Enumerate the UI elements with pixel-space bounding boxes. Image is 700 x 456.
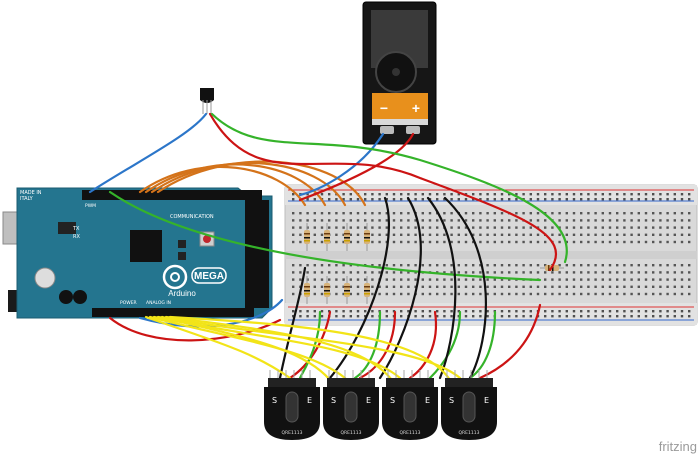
wire-orange-3 <box>150 161 347 207</box>
wire-yellow-5 <box>160 315 332 382</box>
brand-label: Arduino <box>168 289 196 298</box>
pwm-label: PWM <box>85 203 96 209</box>
line-sensors: S E QRE1113 S E QRE1113 S E QRE1113 S E QRE1113 <box>264 370 497 440</box>
wire-red-3 <box>108 316 282 342</box>
wire-blue-2 <box>298 132 385 197</box>
italy-label: ITALY <box>20 196 34 202</box>
arduino-mega: MEGA Arduino MADE IN ITALY COMMUNICATION… <box>2 187 273 319</box>
sensor-pin-e-label: E <box>366 396 371 405</box>
resistor <box>304 223 310 251</box>
made-in-label: MADE IN <box>20 190 42 196</box>
wire-black-1 <box>328 196 390 380</box>
wire-green-1 <box>210 112 568 264</box>
sensor-part-label: QRE1113 <box>459 430 480 436</box>
reset-button <box>203 235 211 243</box>
wire-orange-1 <box>138 165 307 207</box>
sensor-pin-e-label: E <box>425 396 430 405</box>
wires <box>88 112 568 382</box>
rx-label: RX <box>73 234 80 240</box>
sensor-pin-e-label: E <box>484 396 489 405</box>
wire-red-2 <box>298 132 415 202</box>
sensor-pin-s-label: S <box>449 396 454 405</box>
wire-red-5 <box>288 310 332 380</box>
battery-holder: − + <box>362 1 437 145</box>
resistor <box>324 223 330 251</box>
wire-red-6 <box>358 310 397 380</box>
sensor-pin-s-label: S <box>331 396 336 405</box>
digital-header-top <box>82 190 262 200</box>
resistor <box>364 223 370 251</box>
tx-label: TX <box>72 226 80 232</box>
wire-black-3 <box>426 196 457 380</box>
resistor <box>364 276 370 304</box>
sensor-pin-s-label: S <box>272 396 277 405</box>
wire-yellow-6 <box>164 315 394 382</box>
qre1113-sensor: S E QRE1113 <box>382 370 438 440</box>
fritzing-watermark: fritzing <box>659 439 697 454</box>
wire-blue-1 <box>88 112 208 194</box>
sensor-pin-s-label: S <box>390 396 395 405</box>
wire-green-4 <box>353 310 382 380</box>
power-label: POWER <box>120 300 137 306</box>
capacitor-3 <box>73 290 87 304</box>
wire-green-6 <box>468 310 497 380</box>
wire-yellow-4 <box>156 315 462 380</box>
qre1113-sensor: S E QRE1113 <box>264 370 320 440</box>
arduino-logo <box>162 264 188 290</box>
capacitor-2 <box>59 290 73 304</box>
wire-yellow-7 <box>168 315 452 382</box>
battery-minus-label: − <box>380 100 388 116</box>
qre1113-sensor: S E QRE1113 <box>441 370 497 440</box>
model-label: MEGA <box>194 271 224 282</box>
wire-black-5 <box>278 266 307 380</box>
analog-header-bottom <box>92 308 254 317</box>
sensor-pin-e-label: E <box>307 396 312 405</box>
analog-in-label: ANALOG IN <box>146 300 171 306</box>
digital-header-right <box>245 200 269 308</box>
communication-label: COMMUNICATION <box>170 214 214 220</box>
wire-red-7 <box>408 310 438 380</box>
microcontroller-chip <box>130 230 162 262</box>
wire-black-2 <box>378 196 422 380</box>
battery-plus-label: + <box>412 100 420 116</box>
sensor-part-label: QRE1113 <box>341 430 362 436</box>
resistor <box>304 276 310 304</box>
wire-red-4 <box>478 303 542 380</box>
qre1113-sensor: S E QRE1113 <box>323 370 379 440</box>
resistor <box>344 223 350 251</box>
wire-black-4 <box>443 196 487 380</box>
sensor-part-label: QRE1113 <box>400 430 421 436</box>
resistor <box>344 276 350 304</box>
battery-9v <box>372 93 428 119</box>
wire-red-1 <box>208 112 557 272</box>
sensor-part-label: QRE1113 <box>282 430 303 436</box>
temperature-sensor <box>200 88 214 114</box>
reset-chip <box>58 222 76 234</box>
resistor <box>324 276 330 304</box>
wire-yellow-1 <box>144 315 292 380</box>
capacitor-1 <box>34 267 56 289</box>
